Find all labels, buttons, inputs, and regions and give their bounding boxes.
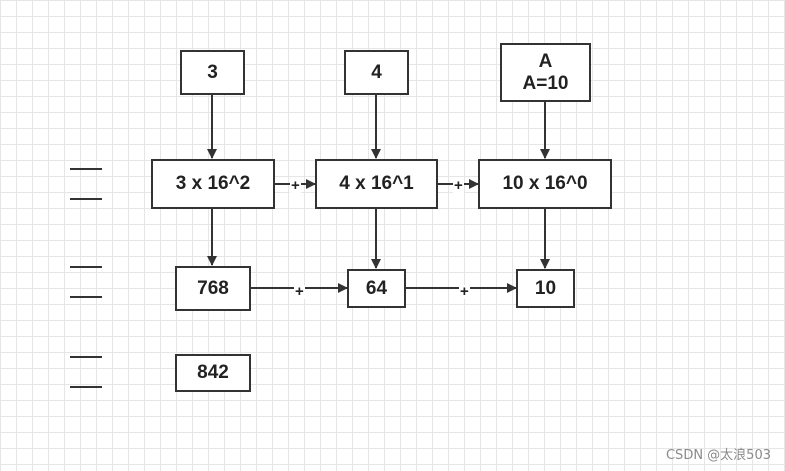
result-box-1: 768 <box>175 266 251 311</box>
result-box-3-label: 10 <box>534 277 557 299</box>
input-box-2-label: 4 <box>371 61 382 83</box>
equals-sign-row-1 <box>70 168 102 200</box>
watermark-text: CSDN @太浪503 <box>665 448 771 463</box>
equals-sign-row-2 <box>70 266 102 298</box>
weight-box-2: 4 x 16^1 <box>315 159 438 209</box>
plus-sign-results-2: + <box>459 283 470 300</box>
input-box-2: 4 <box>344 50 409 95</box>
total-box: 842 <box>175 354 251 392</box>
total-box-label: 842 <box>197 362 229 384</box>
input-box-3: A A=10 <box>500 43 591 102</box>
input-box-1-label: 3 <box>207 61 218 83</box>
equals-sign-row-3 <box>70 356 102 388</box>
weight-box-3-label: 10 x 16^0 <box>502 173 588 195</box>
plus-sign-weights-2: + <box>453 177 464 194</box>
plus-sign-results-1: + <box>294 283 305 300</box>
plus-sign-weights-1: + <box>290 177 301 194</box>
input-box-3-value: A=10 <box>522 72 569 94</box>
input-box-3-symbol: A <box>538 50 553 72</box>
input-box-1: 3 <box>180 50 245 95</box>
weight-box-2-label: 4 x 16^1 <box>339 173 414 195</box>
result-box-2: 64 <box>347 269 406 308</box>
result-box-3: 10 <box>516 269 575 308</box>
result-box-2-label: 64 <box>365 277 388 299</box>
weight-box-1-label: 3 x 16^2 <box>175 173 251 195</box>
weight-box-1: 3 x 16^2 <box>151 159 275 209</box>
result-box-1-label: 768 <box>197 277 229 299</box>
weight-box-3: 10 x 16^0 <box>478 159 612 209</box>
